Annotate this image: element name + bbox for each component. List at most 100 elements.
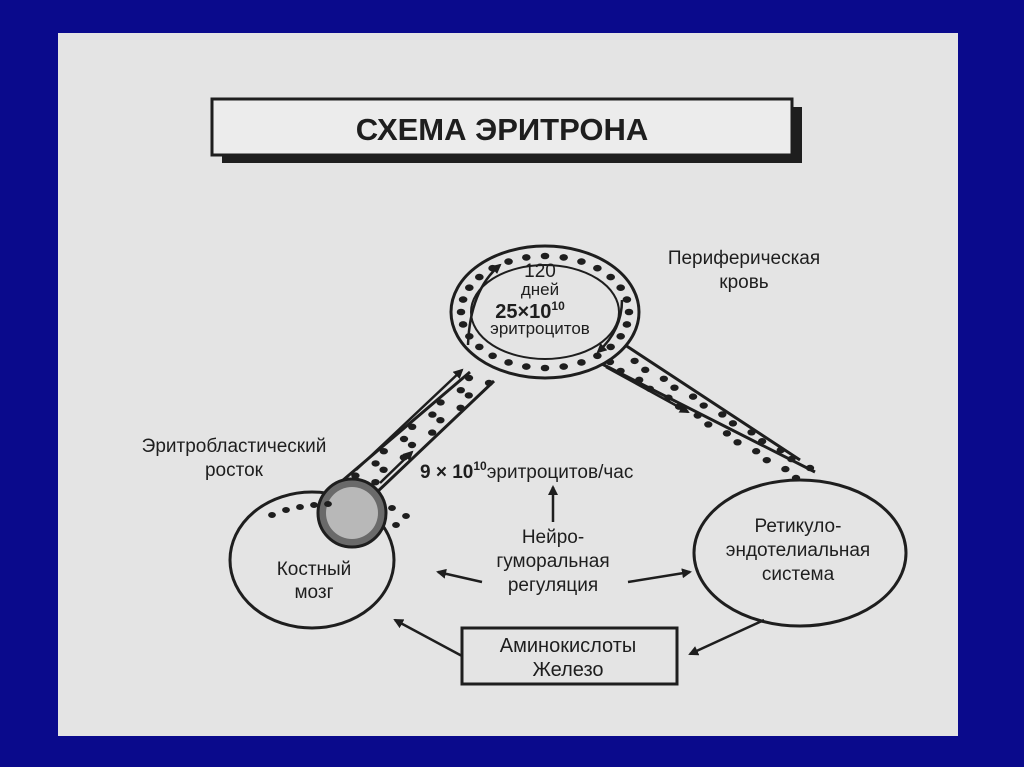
erythrocyte-dot xyxy=(458,296,468,303)
erythrocyte-dot xyxy=(776,446,785,454)
erythrocyte-dot xyxy=(757,438,767,445)
erythrocyte-dot xyxy=(436,399,445,406)
regulation-label-3: регуляция xyxy=(508,575,598,596)
sprout-label-2: росток xyxy=(205,460,264,481)
regulation-label-1: Нейро- xyxy=(522,527,584,548)
erythrocyte-dot xyxy=(465,284,474,292)
erythrocyte-dot xyxy=(622,296,632,303)
arrow-circulation-right xyxy=(596,299,624,354)
arrow-marrow-to-blood-2 xyxy=(379,450,414,484)
marrow-label-1: Костный xyxy=(277,559,352,580)
erythrocyte-dot xyxy=(282,507,290,513)
erythrocyte-dot xyxy=(484,379,494,387)
erythrocyte-dot xyxy=(402,513,410,519)
erythrocyte-dot xyxy=(456,404,465,411)
erythrocyte-dot xyxy=(593,264,602,272)
erythrocyte-dot xyxy=(728,420,738,427)
blood-count-unit: эритроцитов xyxy=(490,319,590,338)
erythrocyte-dot xyxy=(630,357,639,365)
erythrocyte-dot xyxy=(670,384,679,391)
erythrocyte-dot xyxy=(504,258,513,265)
erythrocyte-dot xyxy=(392,522,400,528)
erythrocyte-dot xyxy=(324,501,332,507)
erythrocyte-dot xyxy=(606,273,615,281)
erythrocyte-dot xyxy=(733,439,742,446)
erythrocyte-dot xyxy=(606,343,615,351)
erythrocyte-dots-marrow xyxy=(268,501,410,528)
erythrocyte-dot xyxy=(704,421,713,428)
erythrocyte-dot xyxy=(747,429,756,436)
arrow-res-to-nutrients xyxy=(688,618,765,656)
erythrocyte-dot xyxy=(408,423,417,430)
marrow-label-2: мозг xyxy=(294,582,333,603)
erythrocyte-dot xyxy=(540,364,550,372)
erythrocyte-dot xyxy=(616,332,625,340)
erythrocyte-dot xyxy=(559,254,568,261)
diagram-title: СХЕМА ЭРИТРОНА xyxy=(356,112,649,147)
res-node: Ретикуло- эндотелиальная система xyxy=(692,478,908,628)
erythrocyte-dot xyxy=(464,392,473,399)
erythrocyte-dot xyxy=(428,411,437,418)
arrow-circulation-left xyxy=(466,263,502,346)
erythrocyte-dot xyxy=(693,412,702,419)
marrow-cluster-core xyxy=(326,487,378,539)
erythrocyte-dot xyxy=(310,502,318,508)
nutrients-line-1: Аминокислоты xyxy=(500,635,636,657)
lifespan-days: 120 xyxy=(524,261,556,282)
blood-label-2: кровь xyxy=(719,272,769,293)
res-label-1: Ретикуло- xyxy=(755,516,842,537)
erythrocyte-dot xyxy=(399,435,409,443)
arrow-regulation-right xyxy=(627,568,692,584)
erythrocyte-dot xyxy=(624,308,634,316)
peripheral-blood-node: 120 дней 25×1010 эритроцитов xyxy=(449,244,641,380)
erythrocyte-dot xyxy=(371,479,380,486)
title-box: СХЕМА ЭРИТРОНА xyxy=(210,97,802,163)
res-label-3: система xyxy=(762,564,835,585)
erythrocyte-dot xyxy=(379,448,388,455)
erythrocyte-dot xyxy=(622,321,632,328)
nutrients-box: Аминокислоты Железо xyxy=(460,626,679,686)
erythrocyte-dot xyxy=(388,505,396,511)
erythrocyte-dot xyxy=(781,465,790,473)
erythrocyte-dot xyxy=(688,393,698,400)
erythrocyte-dot xyxy=(635,376,644,384)
erythrocyte-dot xyxy=(718,411,727,418)
erythrocyte-dot xyxy=(488,352,497,360)
erythrocyte-dot xyxy=(540,252,550,260)
erythrocyte-dot xyxy=(522,254,531,261)
erythrocyte-dots-ring xyxy=(456,252,634,372)
arrow-nutrients-to-marrow xyxy=(393,618,463,658)
erythrocyte-dot xyxy=(593,352,602,360)
erythrocyte-dot xyxy=(504,359,513,366)
arrow-marrow-to-blood xyxy=(355,368,464,471)
blood-label-1: Периферическая xyxy=(668,248,820,269)
erythrocyte-dot xyxy=(699,402,708,409)
erythrocyte-dot xyxy=(351,472,360,479)
erythrocyte-dot xyxy=(475,273,484,281)
erythrocyte-dot xyxy=(475,343,484,351)
channel-blood-to-res xyxy=(601,341,816,482)
res-label-2: эндотелиальная xyxy=(726,540,870,561)
erythrocyte-dot xyxy=(762,456,771,464)
erythrocyte-dots-right xyxy=(605,348,815,482)
erythrocyte-dot xyxy=(522,363,531,370)
lifespan-unit: дней xyxy=(521,280,559,299)
erythrocyte-dot xyxy=(722,430,732,437)
nutrients-line-2: Железо xyxy=(532,659,603,681)
regulation-label-2: гуморальная xyxy=(496,551,609,572)
erythrocyte-dot xyxy=(751,448,761,455)
bone-marrow-node: Костный мозг xyxy=(228,477,410,630)
blood-count: 25×1010 xyxy=(495,299,565,323)
erythrocyte-dot xyxy=(407,441,417,449)
erythrocyte-dot xyxy=(616,284,625,292)
erythrocyte-dot xyxy=(371,460,380,467)
erythrocyte-dot xyxy=(296,504,304,510)
erythrocyte-dot xyxy=(577,258,586,265)
erythrocyte-dot xyxy=(559,363,568,370)
erythrocyte-dot xyxy=(379,466,388,473)
arrow-blood-to-res xyxy=(605,365,690,414)
arrow-regulation-left xyxy=(436,568,483,584)
erythrocyte-dot xyxy=(787,455,796,463)
erythrocyte-dot xyxy=(464,374,474,382)
